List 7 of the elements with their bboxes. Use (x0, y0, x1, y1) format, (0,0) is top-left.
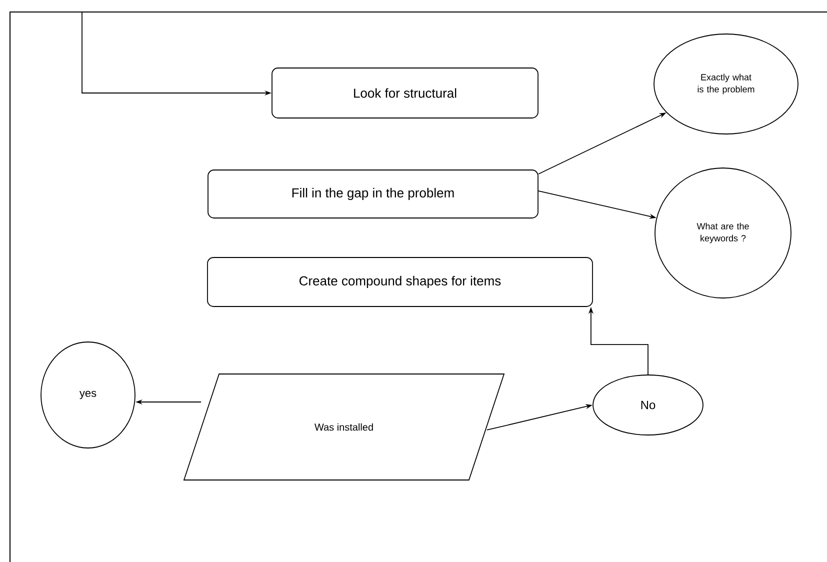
ellipse-node: yes (40, 342, 136, 448)
ellipse-node: Exactly what is the problem (654, 34, 798, 134)
process-box: Fill in the gap in the problem (208, 170, 538, 218)
process-box: Create compound shapes for items (207, 257, 593, 307)
ellipse-node: No (592, 374, 704, 436)
process-box: Look for structural (272, 68, 538, 118)
ellipse-node: What are the keywords ? (654, 168, 792, 298)
